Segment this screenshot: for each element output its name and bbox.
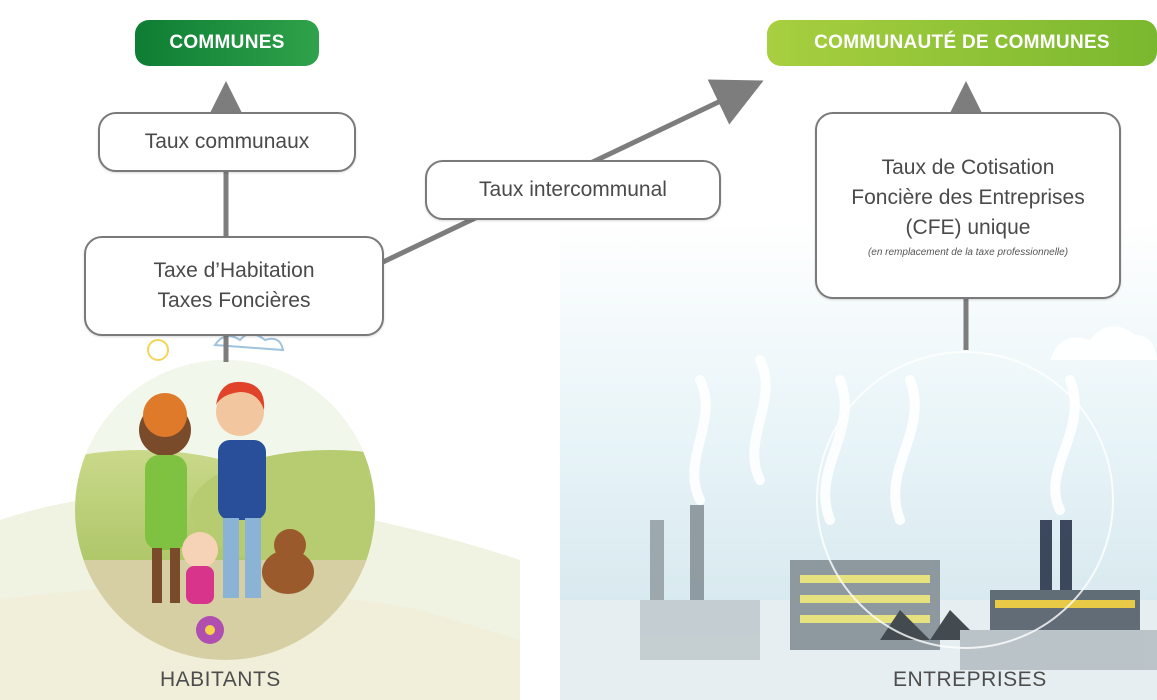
taxes-box: Taxe d’Habitation Taxes Foncières: [84, 236, 384, 336]
habitants-caption: HABITANTS: [160, 668, 281, 691]
cfe-box: Taux de Cotisation Foncière des Entrepri…: [815, 112, 1121, 299]
entreprises-caption: ENTREPRISES: [893, 668, 1047, 691]
taux-communaux-box: Taux communaux: [98, 112, 356, 172]
taux-intercommunal-label: Taux intercommunal: [479, 178, 667, 201]
communes-header: COMMUNES: [135, 20, 319, 66]
cfe-note: (en remplacement de la taxe professionne…: [867, 247, 1069, 258]
taxe-habitation-label: Taxe d’Habitation: [153, 259, 315, 282]
cfe-line-3: (CFE) unique: [905, 216, 1031, 239]
cfe-line-1: Taux de Cotisation: [881, 156, 1055, 179]
cfe-line-2: Foncière des Entreprises: [851, 186, 1085, 209]
communaute-label: COMMUNAUTÉ DE COMMUNES: [814, 32, 1110, 53]
communes-label: COMMUNES: [169, 32, 285, 53]
taux-communaux-label: Taux communaux: [144, 130, 310, 153]
communaute-header: COMMUNAUTÉ DE COMMUNES: [767, 20, 1157, 66]
taxes-foncieres-label: Taxes Foncières: [157, 289, 311, 312]
taux-intercommunal-box: Taux intercommunal: [425, 160, 721, 220]
